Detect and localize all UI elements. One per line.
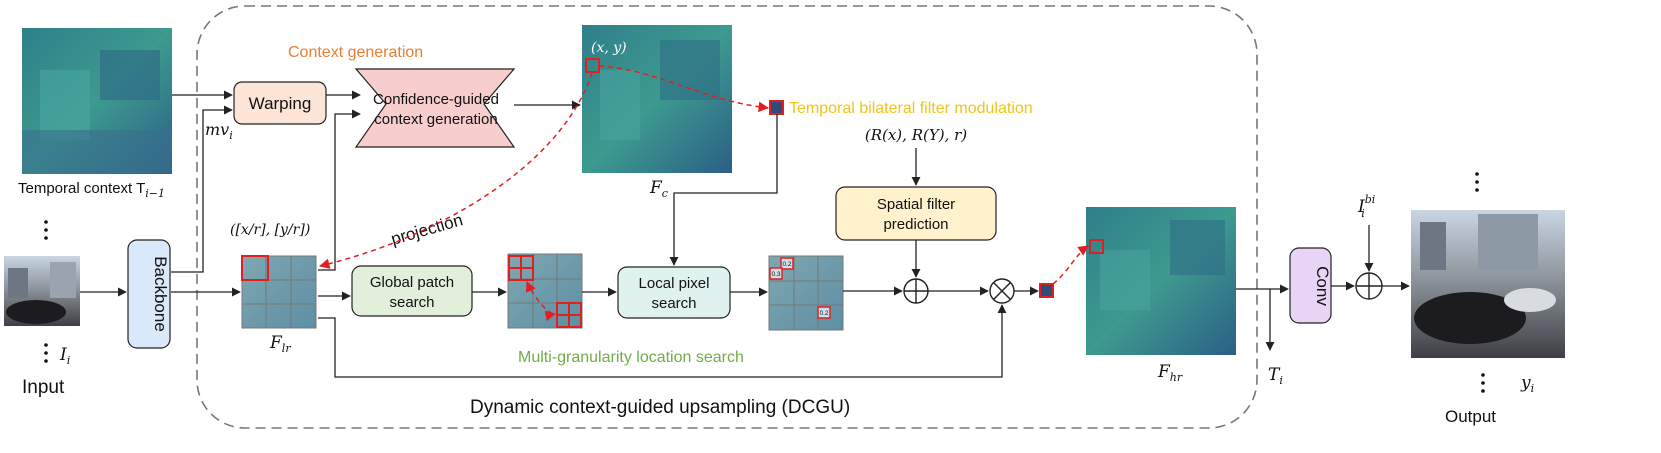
local-search-grid bbox=[768, 255, 844, 331]
fhr-label: Fhr bbox=[1157, 362, 1183, 384]
flr-feature-grid bbox=[241, 255, 317, 329]
weight-cell-1 bbox=[780, 257, 794, 270]
fhr-target-pixel bbox=[1089, 239, 1104, 254]
modulation-params: (R(x), R(Y), r) bbox=[865, 126, 967, 144]
ti-label: Ti bbox=[1268, 365, 1283, 387]
fc-feature-map bbox=[582, 25, 732, 173]
mv-label: mvi bbox=[205, 120, 233, 142]
output-label: Output bbox=[1445, 407, 1496, 426]
fhr-feature-map bbox=[1086, 207, 1236, 355]
weight-cell-2 bbox=[769, 267, 783, 280]
dcgu-label: Dynamic context-guided upsampling (DCGU) bbox=[470, 397, 850, 418]
confidence-trapezoid bbox=[354, 68, 516, 148]
residual-add-icon bbox=[1355, 272, 1383, 300]
context-generation-title: Context generation bbox=[288, 44, 423, 61]
global-line2: search bbox=[389, 294, 434, 311]
spatial-filter-line1: Spatial filter bbox=[877, 196, 955, 213]
output-ellipsis-bottom-icon bbox=[1481, 373, 1485, 393]
dcgu-boundary bbox=[196, 5, 1258, 429]
weight-value-1: 0.2 bbox=[782, 261, 791, 268]
fc-query-pixel bbox=[585, 58, 600, 73]
conv-label: Conv bbox=[1313, 266, 1332, 306]
weight-value-2: 0.3 bbox=[771, 271, 780, 278]
flr-label: Flr bbox=[269, 333, 291, 355]
xy-label: (x, y) bbox=[591, 40, 627, 56]
output-image bbox=[1411, 210, 1565, 358]
vertical-ellipsis-icon-2 bbox=[44, 343, 48, 363]
connectors bbox=[80, 90, 1410, 378]
global-candidate-patch-1 bbox=[508, 255, 534, 281]
confidence-label-line1: Confidence-guided bbox=[373, 91, 499, 108]
spatial-filter-line2: prediction bbox=[883, 216, 948, 233]
search-caption: Multi-granularity location search bbox=[518, 349, 744, 366]
warping-label: Warping bbox=[249, 94, 312, 113]
modulation-node bbox=[769, 100, 784, 115]
backbone-label: Backbone bbox=[151, 256, 170, 332]
backbone-box bbox=[127, 239, 171, 349]
global-patch-search-box bbox=[351, 265, 473, 317]
fc-label: Fc bbox=[649, 178, 668, 200]
temporal-context-label: Temporal context Ti−1 bbox=[18, 180, 165, 200]
flr-projected-patch bbox=[241, 255, 269, 281]
local-line1: Local pixel bbox=[639, 275, 710, 292]
weight-cell-3 bbox=[817, 306, 831, 319]
input-label: Input bbox=[22, 377, 65, 398]
temporal-context-image bbox=[22, 28, 172, 174]
global-search-grid bbox=[507, 253, 583, 329]
local-line2: search bbox=[651, 295, 696, 312]
upsampled-pixel-node bbox=[1039, 283, 1054, 298]
global-candidate-patch-2 bbox=[556, 302, 582, 328]
input-variable: Ii bbox=[59, 345, 70, 367]
input-frame-image bbox=[4, 256, 80, 326]
warping-box bbox=[233, 81, 327, 125]
confidence-label-line2: context generation bbox=[374, 111, 497, 128]
red-dashed-connectors bbox=[318, 65, 1089, 321]
proj-coord-label: ([x/r], [y/r]) bbox=[230, 222, 310, 238]
projection-label: projection bbox=[389, 210, 465, 249]
multiply-operator-icon bbox=[989, 278, 1015, 304]
global-line1: Global patch bbox=[370, 274, 454, 291]
modulation-label: Temporal bilateral filter modulation bbox=[789, 100, 1033, 117]
weight-value-3: 0.2 bbox=[819, 310, 828, 317]
vertical-ellipsis-icon bbox=[44, 220, 48, 240]
yi-label: yi bbox=[1520, 373, 1534, 395]
plus-operator-icon bbox=[903, 278, 929, 304]
output-ellipsis-top-icon bbox=[1475, 172, 1479, 192]
